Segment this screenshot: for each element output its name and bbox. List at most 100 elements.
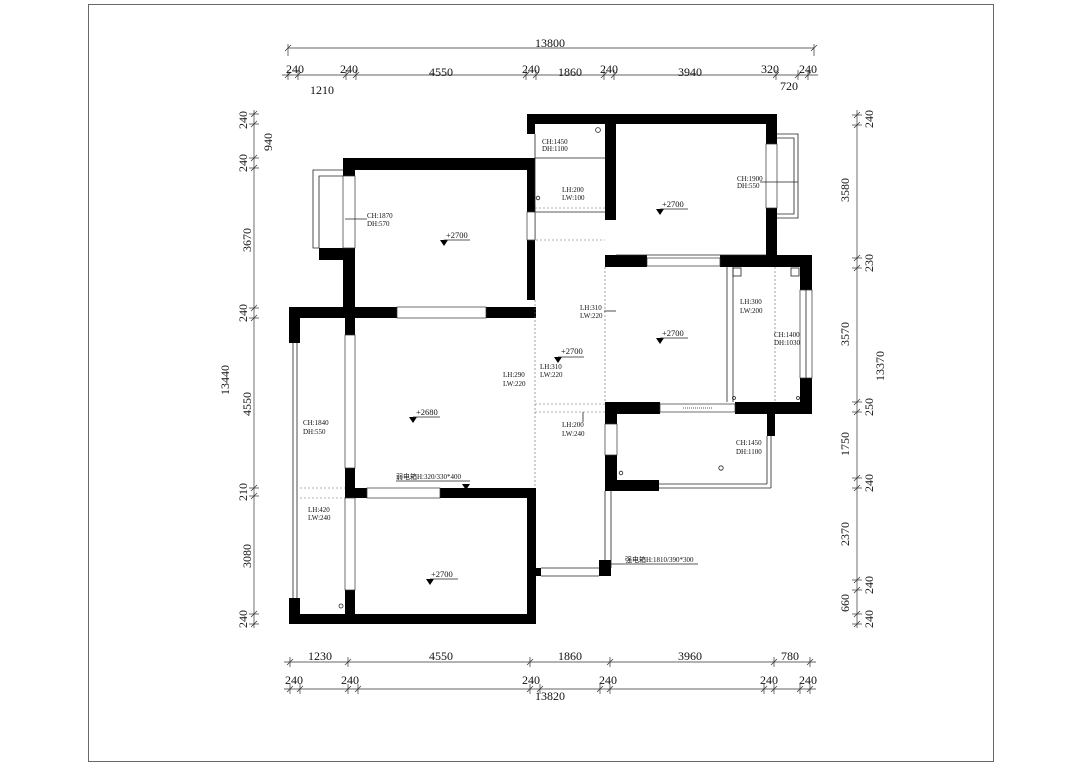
svg-text:LW:220: LW:220: [503, 380, 526, 388]
opening-label: CH:1870 DH:570: [345, 212, 393, 228]
right-dim-6: 1750: [838, 432, 852, 456]
bottom-dim-4: 3960: [678, 649, 702, 663]
strong-box-note: 强电箱H:1810/390*300: [625, 555, 694, 564]
top-dim-9: 240: [799, 62, 817, 76]
bottom-row2-dim-5: 240: [760, 673, 778, 687]
right-dim-7: 240: [862, 474, 876, 492]
bottom-row2-dim-3: 240: [522, 673, 540, 687]
opening-label: LH:300 LW:200: [740, 298, 763, 315]
opening-label: CH:1450 DH:1100: [736, 439, 762, 456]
top-dim-below-left: 1210: [310, 83, 334, 97]
bottom-row2-dim-4: 240: [599, 673, 617, 687]
svg-text:DH:1100: DH:1100: [736, 448, 762, 456]
opening-label: LH:420 LW:240: [308, 506, 331, 522]
opening-label: LH:310 LW:220: [540, 363, 563, 379]
svg-text:LH:300: LH:300: [740, 298, 762, 306]
svg-text:DH:1030: DH:1030: [774, 339, 801, 347]
svg-text:+2680: +2680: [416, 407, 438, 417]
svg-text:LH:200: LH:200: [562, 421, 584, 429]
right-dim-3: 230: [862, 254, 876, 272]
svg-text:CH:1840: CH:1840: [303, 419, 329, 427]
right-dim-11: 240: [862, 610, 876, 628]
svg-text:CH:1450: CH:1450: [736, 439, 762, 447]
opening-label: LH:200 LW:240: [562, 412, 585, 438]
left-dim-8: 3080: [240, 544, 254, 568]
opening-label: LH:200 LW:100: [562, 186, 585, 202]
left-dim-7: 210: [236, 483, 250, 501]
right-dim-8: 2370: [838, 522, 852, 546]
top-dim-4: 240: [522, 62, 540, 76]
right-dim-2: 3580: [838, 178, 852, 202]
svg-text:+2700: +2700: [446, 230, 468, 240]
svg-text:+2700: +2700: [561, 346, 583, 356]
svg-text:CH:1400: CH:1400: [774, 331, 800, 339]
right-dim-4: 3570: [838, 322, 852, 346]
opening-label: CH:1840 DH:550: [303, 419, 329, 436]
right-dim-5: 250: [862, 398, 876, 416]
svg-text:DH:1100: DH:1100: [542, 145, 568, 153]
top-dim-7: 3940: [678, 65, 702, 79]
svg-text:LW:100: LW:100: [562, 194, 585, 202]
left-total-dim: 13440: [218, 365, 232, 395]
svg-text:CH:1870: CH:1870: [367, 212, 393, 220]
thin-lines: [292, 127, 813, 609]
svg-text:LW:240: LW:240: [308, 514, 331, 522]
right-dim-9: 240: [862, 576, 876, 594]
top-dim-1: 240: [286, 62, 304, 76]
bottom-row2-dim-2: 240: [341, 673, 359, 687]
top-dim-5: 1860: [558, 65, 582, 79]
svg-text:LW:240: LW:240: [562, 430, 585, 438]
right-dim-10: 660: [838, 594, 852, 612]
svg-text:DH:550: DH:550: [737, 182, 760, 190]
opening-label: CH:1400 DH:1030: [774, 331, 801, 347]
bottom-dim-2: 4550: [429, 649, 453, 663]
svg-text:LW:220: LW:220: [540, 371, 563, 379]
drawing-frame: [88, 4, 994, 762]
top-dim-8: 320: [761, 62, 779, 76]
svg-text:DH:570: DH:570: [367, 220, 390, 228]
top-dim-3: 4550: [429, 65, 453, 79]
level-marks: +2700 +2700 +2700 +2700 +2680 +2700: [409, 199, 688, 585]
top-dim-below-right: 720: [780, 79, 798, 93]
left-dim-3: 240: [236, 154, 250, 172]
opening-label: LH:290 LW:220: [503, 371, 526, 388]
top-ticks: [284, 70, 812, 80]
svg-text:LH:310: LH:310: [540, 363, 562, 371]
left-dimensions: 240 940 240 3670 240 4550 210 3080 240 1…: [218, 110, 275, 628]
left-dim-1: 240: [236, 111, 250, 129]
svg-text:LH:420: LH:420: [308, 506, 330, 514]
opening-label: CH:1900 DH:550: [737, 175, 798, 190]
left-dim-9: 240: [236, 610, 250, 628]
box-notes: 弱电箱H:320/330*400 强电箱H:1810/390*300: [396, 472, 698, 568]
left-dim-6: 4550: [240, 392, 254, 416]
weak-box-note: 弱电箱H:320/330*400: [396, 472, 461, 481]
right-dimensions: 240 3580 230 3570 250 1750 240 2370 240 …: [838, 110, 887, 628]
bottom-dim-1: 1230: [308, 649, 332, 663]
bottom-dimensions: 1230 4550 1860 3960 780 240 240 240 240 …: [284, 649, 817, 703]
bottom-dim-3: 1860: [558, 649, 582, 663]
svg-text:LH:200: LH:200: [562, 186, 584, 194]
left-dim-4: 3670: [240, 228, 254, 252]
left-dim-2: 940: [261, 133, 275, 151]
svg-text:CH:1900: CH:1900: [737, 175, 763, 183]
opening-label: CH:1450 DH:1100: [542, 138, 568, 153]
bottom-row2-dim-1: 240: [285, 673, 303, 687]
level-mark: +2700: [656, 328, 688, 344]
opening-labels: CH:1450 DH:1100 CH:1900 DH:550 CH:1870 D…: [303, 138, 801, 522]
level-mark: +2680: [409, 407, 440, 423]
bottom-dim-5: 780: [781, 649, 799, 663]
svg-text:LH:290: LH:290: [503, 371, 525, 379]
svg-text:LH:310: LH:310: [580, 304, 602, 312]
svg-text:CH:1450: CH:1450: [542, 138, 568, 146]
top-dim-6: 240: [600, 62, 618, 76]
svg-text:+2700: +2700: [662, 328, 684, 338]
bottom-total-dim: 13820: [535, 689, 565, 703]
svg-text:LW:220: LW:220: [580, 312, 603, 320]
right-dim-1: 240: [862, 110, 876, 128]
level-mark: +2700: [426, 569, 458, 585]
top-dimensions: 13800 240 240 4550 240 1860 240 3940 320…: [282, 36, 818, 97]
level-mark: +2700: [440, 230, 470, 246]
level-mark: +2700: [554, 346, 584, 363]
top-dim-2: 240: [340, 62, 358, 76]
